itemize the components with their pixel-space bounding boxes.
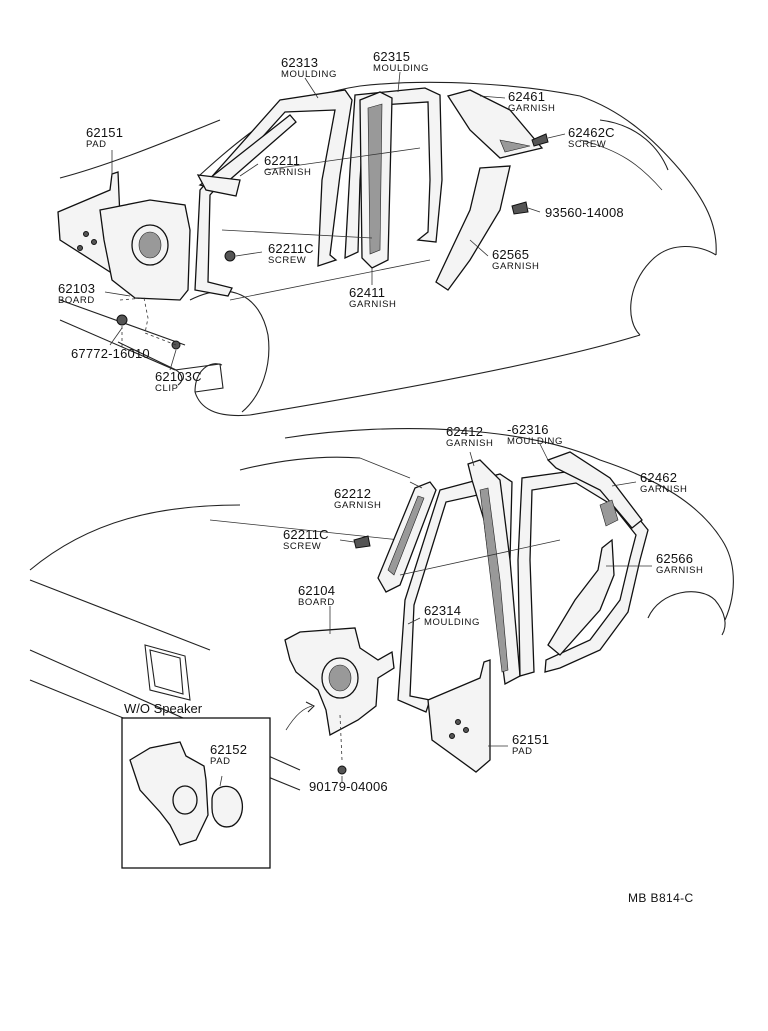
part-number: 62104 [298,583,336,598]
label-62462c: 62462C SCREW [568,126,615,150]
part-name: GARNISH [656,565,704,576]
label-62313: 62313 MOULDING [281,56,337,80]
part-name: GARNISH [640,484,688,495]
part-name: PAD [86,139,107,150]
garnish-62212 [377,481,437,593]
label-62316: -62316 MOULDING [507,423,563,447]
moulding-62315 [344,87,443,260]
screw-62462c [531,133,549,147]
label-62314: 62314 MOULDING [424,604,480,628]
part-number: 62315 [373,49,411,64]
label-62103c: 62103C CLIP [155,370,202,394]
part-name: SCREW [268,255,307,266]
label-62211c-top: 62211C SCREW [268,242,314,266]
garnish-62566 [547,538,615,656]
screw-62211c-top [224,250,236,262]
part-number: 62152 [210,742,248,757]
part-name: MOULDING [424,617,480,628]
part-number: 62565 [492,247,530,262]
part-number: 62151 [512,732,550,747]
screw-62211c-bottom [353,535,371,549]
part-number: 62566 [656,551,694,566]
part-name: GARNISH [334,500,382,511]
part-number: 62212 [334,486,372,501]
part-number: -62316 [507,422,549,437]
part-name: MOULDING [373,63,429,74]
part-name: MOULDING [281,69,337,80]
label-62566: 62566 GARNISH [656,552,703,576]
part-name: GARNISH [508,103,556,114]
label-62152: 62152 PAD [210,743,247,767]
label-62211c-bottom: 62211C SCREW [283,528,329,552]
garnish-62411 [359,91,393,269]
label-62211: 62211 GARNISH [264,154,311,178]
part-number: 62211 [264,153,301,168]
part-number: 62313 [281,55,319,70]
label-62565: 62565 GARNISH [492,248,539,272]
label-93560: 93560-14008 [545,206,624,219]
board-62104 [284,627,395,775]
label-62104: 62104 BOARD [298,584,335,608]
moulding-62316 [517,469,649,677]
part-number: 62314 [424,603,462,618]
label-62411: 62411 GARNISH [349,286,396,310]
garnish-62461 [446,89,544,159]
part-number: 93560-14008 [545,205,624,220]
leaders-bottom [329,443,652,782]
label-90179: 90179-04006 [309,780,388,793]
part-name: GARNISH [446,438,494,449]
garnish-62211 [196,114,297,197]
label-62151-bottom: 62151 PAD [512,733,549,757]
label-62315: 62315 MOULDING [373,50,429,74]
part-name: BOARD [298,597,335,608]
inset-caption: W/O Speaker [124,701,203,716]
part-number: 62461 [508,89,546,104]
part-name: GARNISH [492,261,540,272]
part-number: 62462C [568,125,615,140]
garnish-62412 [467,459,521,686]
part-number: 62211C [268,241,314,256]
screw-93560 [511,201,529,215]
diagram-reference: MB B814-C [628,891,694,905]
label-62103: 62103 BOARD [58,282,95,306]
part-number: 67772-16010 [71,346,150,361]
part-name: MOULDING [507,436,563,447]
part-name: BOARD [58,295,95,306]
garnish-62565 [435,165,511,291]
moulding-62313 [194,89,353,297]
part-name: CLIP [155,383,179,394]
part-name: SCREW [568,139,607,150]
part-number: 62412 [446,424,484,439]
part-name: PAD [512,746,533,757]
label-62462: 62462 GARNISH [640,471,687,495]
clip-62103c [171,340,181,350]
part-number: 62103C [155,369,202,384]
label-62412: 62412 GARNISH [446,425,493,449]
pad-62151-bottom [427,659,491,773]
part-number: 90179-04006 [309,779,388,794]
label-67772: 67772-16010 [71,347,150,360]
part-number: 62411 [349,285,386,300]
part-name: PAD [210,756,231,767]
label-62212: 62212 GARNISH [334,487,381,511]
part-number: 62462 [640,470,678,485]
leaders-top [104,71,566,371]
part-number: 62151 [86,125,124,140]
part-name: GARNISH [264,167,312,178]
board-62103 [99,199,191,301]
part-number: 62211C [283,527,329,542]
label-62151-top: 62151 PAD [86,126,123,150]
garnish-62462 [546,451,643,529]
part-name: SCREW [283,541,322,552]
part-number: 62103 [58,281,96,296]
inset-wo-speaker [121,701,315,869]
part-name: GARNISH [349,299,397,310]
label-62461: 62461 GARNISH [508,90,555,114]
clip-67772 [116,314,128,348]
